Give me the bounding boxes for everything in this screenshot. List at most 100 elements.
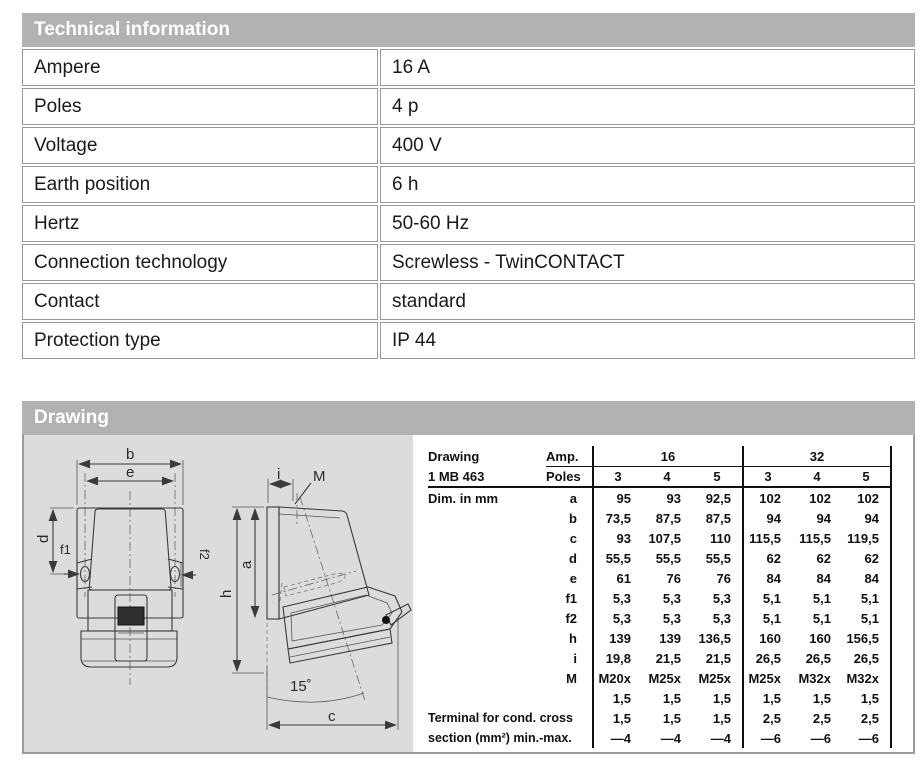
dim-letter: h	[569, 630, 577, 646]
dim-cell: 62	[742, 548, 792, 568]
dim-cell: 119,5	[842, 528, 892, 548]
spacer-cell	[428, 508, 546, 528]
dim-label-i: i	[277, 466, 280, 483]
spacer-cell	[428, 528, 546, 548]
row-label: Protection type	[22, 322, 378, 359]
dim-cell: 55,5	[705, 550, 731, 566]
dim-cell: 115,5	[742, 528, 792, 548]
dim-letter: d	[569, 550, 577, 566]
dim-letter: M	[566, 670, 577, 686]
dim-label-b: b	[126, 446, 134, 463]
dim-label-f2: f2	[197, 549, 212, 560]
table-row: Ampere 16 A	[22, 49, 915, 86]
dim-cell: 136,5	[698, 630, 731, 646]
dim-cell: M25x	[742, 668, 792, 688]
row-label: Contact	[22, 283, 378, 320]
row-value: 400 V	[380, 127, 915, 164]
dim-cell: 1,5	[592, 708, 642, 728]
drawing-section: Drawing b	[22, 401, 915, 754]
dim-cell: 156,5	[842, 628, 892, 648]
dim-cell: 26,5	[842, 648, 892, 668]
dim-cell: 26,5	[805, 650, 831, 666]
dim-cell: 5,1	[742, 608, 792, 628]
corner-label: 1 MB 463	[428, 467, 546, 488]
dim-cell: 73,5	[592, 508, 642, 528]
dim-cell: 92,5	[705, 490, 731, 506]
row-label: Connection technology	[22, 244, 378, 281]
dim-cell: 93	[666, 490, 681, 506]
row-label: Earth position	[22, 166, 378, 203]
dim-cell: 110	[710, 530, 731, 546]
dim-cell: —4	[592, 728, 642, 748]
dim-label-h: h	[218, 590, 235, 598]
technical-drawing: b e	[24, 435, 413, 752]
dim-cell: 19,8	[592, 648, 642, 668]
dim-cell: 5,1	[842, 588, 892, 608]
technical-information-table: Ampere 16 A Poles 4 p Voltage 400 V Eart…	[20, 47, 917, 361]
dim-cell: 5,3	[592, 588, 642, 608]
poles-col: 5	[692, 467, 742, 488]
table-row: Voltage 400 V	[22, 127, 915, 164]
dim-cell: 26,5	[742, 648, 792, 668]
dim-letter: c	[569, 530, 577, 546]
dim-letter: b	[569, 510, 577, 526]
dim-cell: —6	[742, 728, 792, 748]
dim-cell: 1,5	[662, 710, 681, 726]
dim-cell: 55,5	[655, 550, 681, 566]
dim-cell: 93	[592, 528, 642, 548]
row-label: Hertz	[22, 205, 378, 242]
dim-cell: 1,5	[712, 690, 731, 706]
row-label: Poles	[22, 88, 378, 125]
dim-cell: 160	[742, 628, 792, 648]
poles-col: 4	[792, 467, 842, 488]
dim-cell: 115,5	[799, 530, 831, 546]
dim-cell: 62	[816, 550, 831, 566]
dim-cell: 5,1	[812, 610, 831, 626]
table-row: Contact standard	[22, 283, 915, 320]
dim-cell: 139	[659, 630, 681, 646]
dim-cell: —4	[660, 730, 681, 746]
dim-letter: i	[573, 650, 577, 666]
amp-header: Amp.	[546, 446, 592, 467]
dim-cell: M25x	[648, 670, 681, 686]
dim-label-d: d	[35, 535, 52, 543]
dim-cell: 2,5	[842, 708, 892, 728]
poles-col: 4	[642, 467, 692, 488]
dim-cell: —6	[810, 730, 831, 746]
dim-cell: M32x	[798, 670, 831, 686]
dim-cell: 61	[592, 568, 642, 588]
angle-label: 15˚	[290, 678, 312, 695]
socket-drawing-figure: b e	[35, 446, 412, 730]
dim-cell: 76	[716, 570, 731, 586]
row-value: Screwless - TwinCONTACT	[380, 244, 915, 281]
drawing-title: Drawing	[34, 407, 109, 428]
dim-cell: 102	[742, 488, 792, 508]
dim-cell: 139	[592, 628, 642, 648]
spacer-cell	[428, 588, 546, 608]
dim-cell: 107,5	[648, 530, 681, 546]
row-value: 50-60 Hz	[380, 205, 915, 242]
table-row: Connection technology Screwless - TwinCO…	[22, 244, 915, 281]
dim-cell: 2,5	[742, 708, 792, 728]
terminal-label: Terminal for cond. cross	[428, 711, 573, 725]
dim-cell: 62	[842, 548, 892, 568]
drawing-header: Drawing	[22, 401, 915, 435]
dim-letter: e	[569, 570, 577, 586]
dim-label-c: c	[328, 708, 336, 725]
row-label: Ampere	[22, 49, 378, 86]
dim-cell: 21,5	[655, 650, 681, 666]
technical-information-header: Technical information	[22, 13, 915, 47]
poles-col: 5	[842, 467, 892, 488]
dim-cell: 5,3	[662, 590, 681, 606]
dim-letter: f1	[565, 590, 577, 606]
dimension-table: Drawing Amp. 16 32 1 MB 463 Poles 3 4 5 …	[428, 446, 913, 748]
dim-cell: 55,5	[592, 548, 642, 568]
dim-cell: 94	[816, 510, 831, 526]
row-value: 4 p	[380, 88, 915, 125]
dim-cell: 94	[742, 508, 792, 528]
dim-letter	[546, 688, 592, 708]
dim-cell: 76	[666, 570, 681, 586]
table-row: Hertz 50-60 Hz	[22, 205, 915, 242]
dim-label-m: M	[313, 468, 326, 485]
dim-cell: 2,5	[812, 710, 831, 726]
